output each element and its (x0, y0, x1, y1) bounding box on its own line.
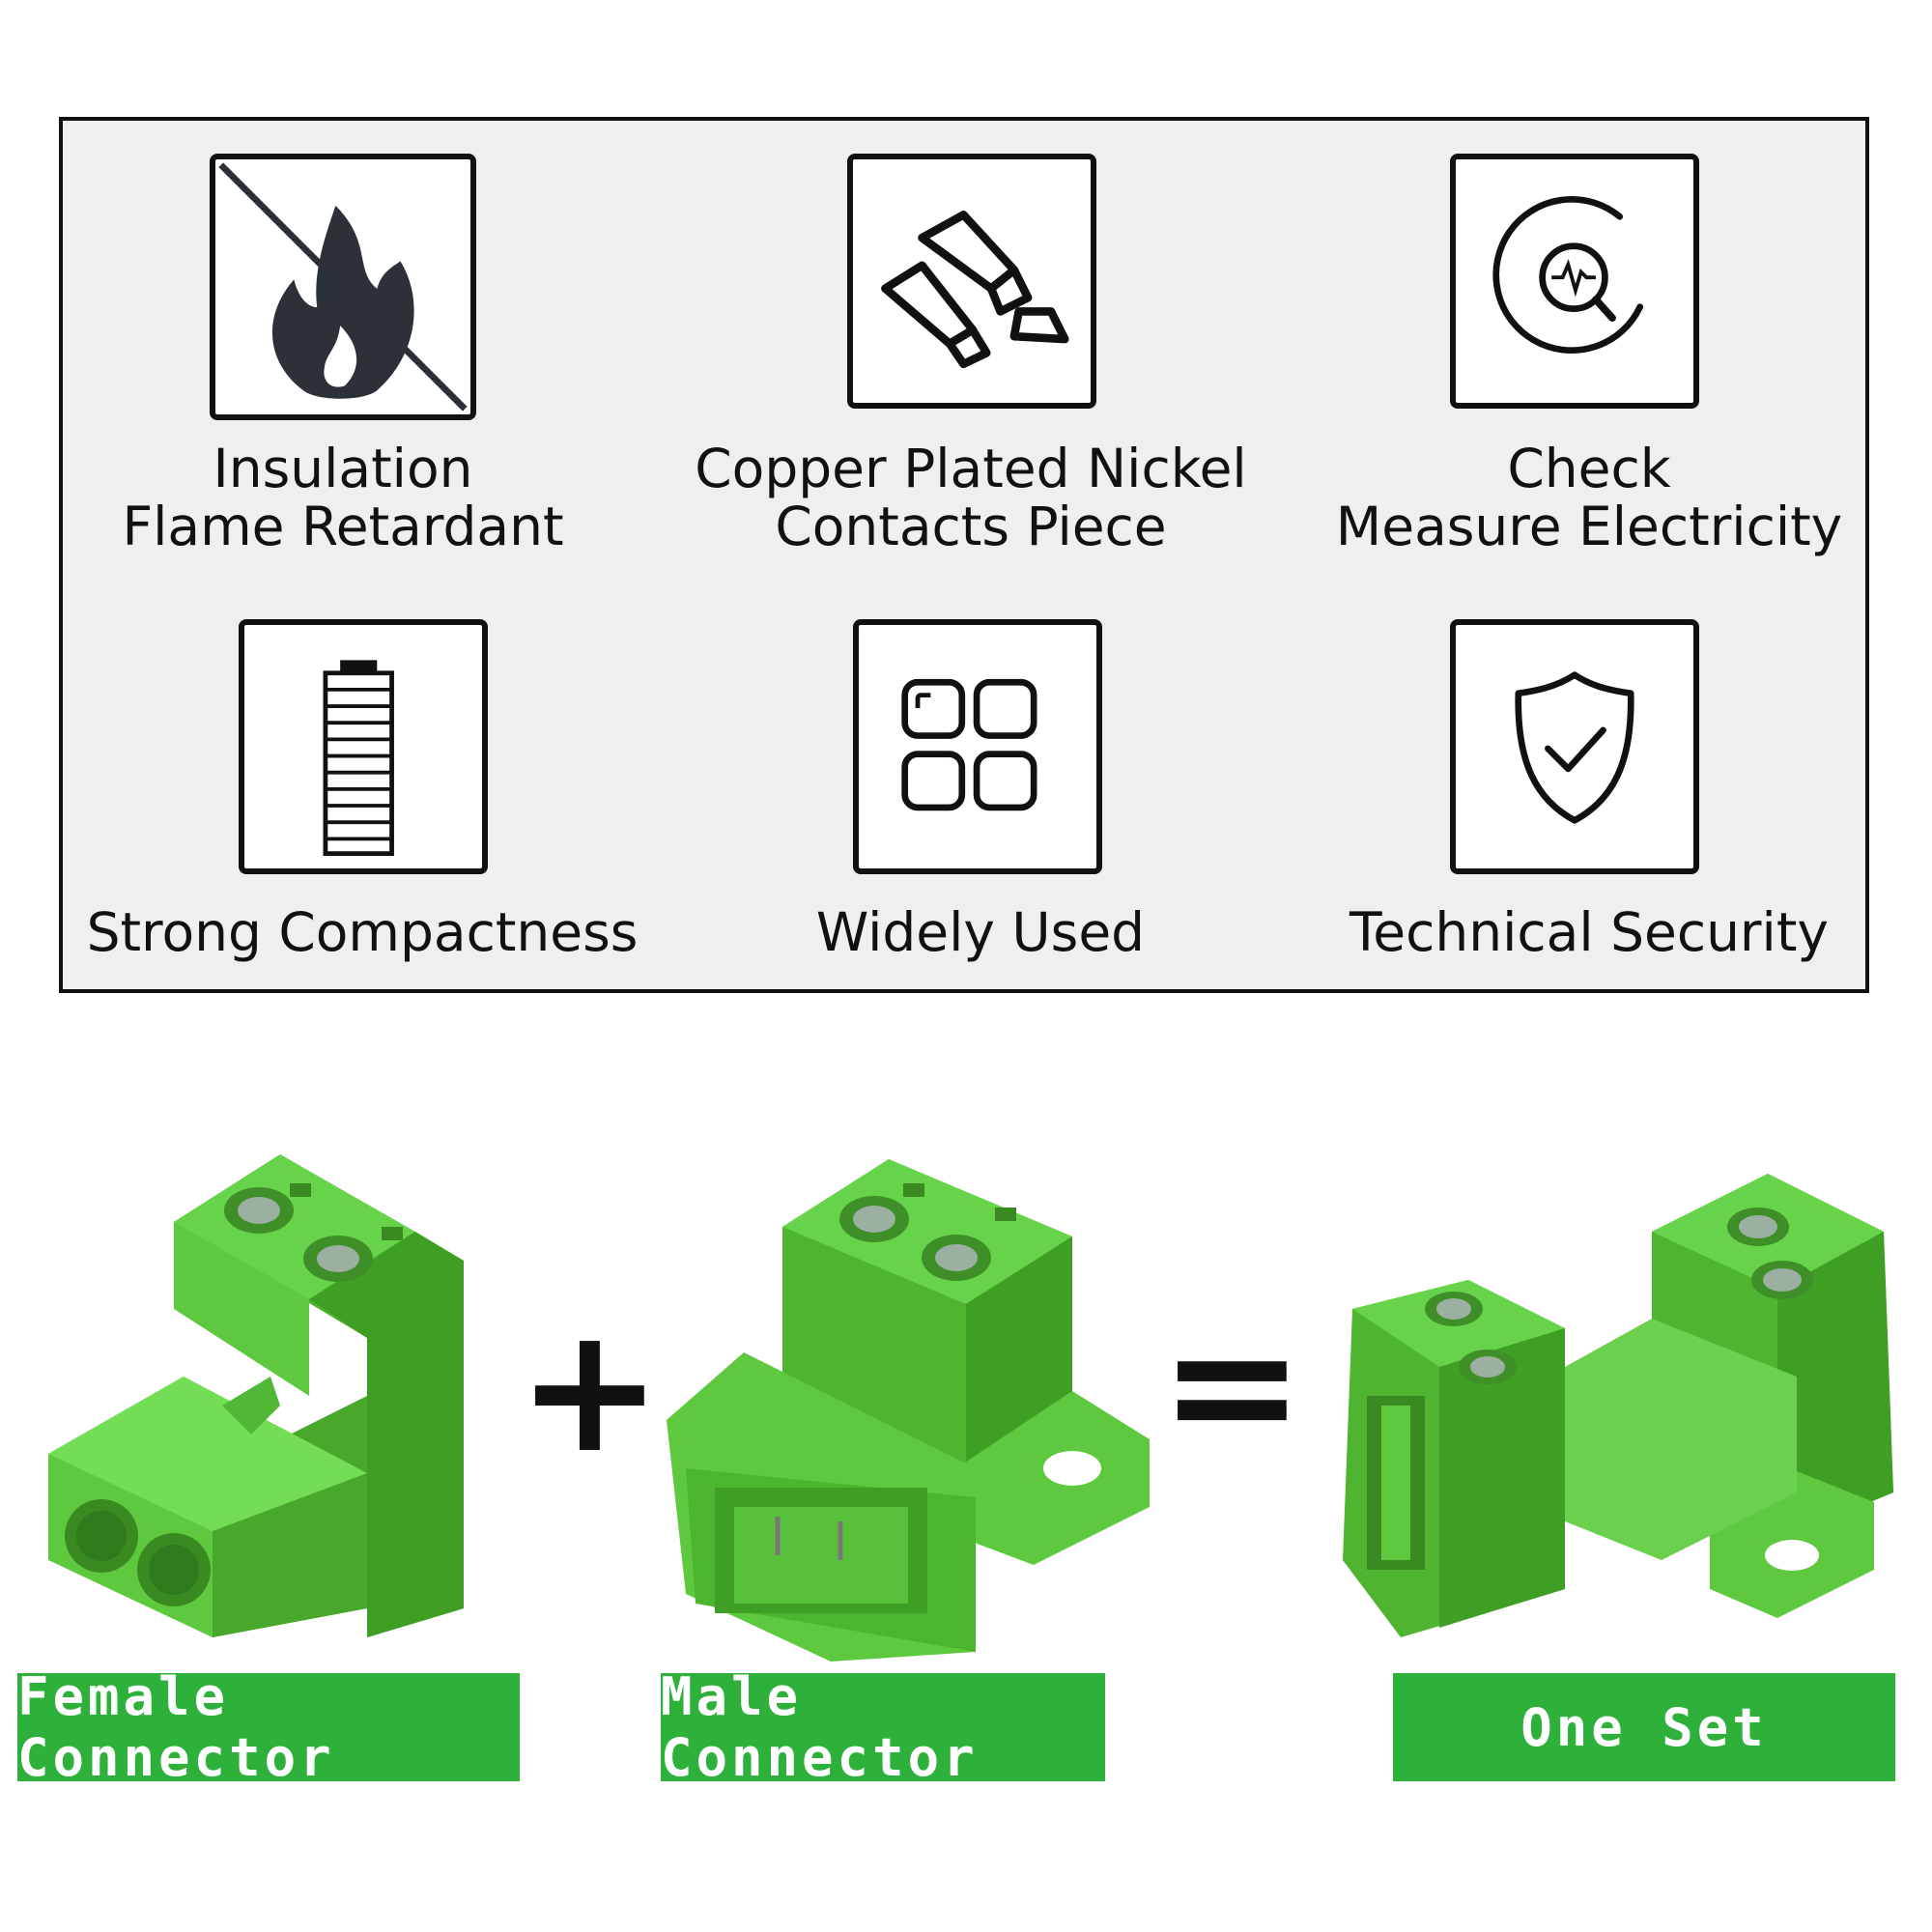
equals-sign: = (1159, 1285, 1305, 1487)
measure-magnifier-icon (1450, 154, 1699, 409)
female-connector-image (48, 1145, 473, 1637)
feature-line: Flame Retardant (122, 496, 564, 557)
plus-sign: + (517, 1290, 663, 1492)
connector-set-image (1343, 1174, 1903, 1637)
copper-bars-icon (847, 154, 1096, 409)
shield-check-icon (1450, 619, 1699, 874)
male-connector-image (667, 1150, 1150, 1662)
female-connector-tag: Female Connector (17, 1666, 520, 1788)
feature-line: Check (1507, 438, 1671, 499)
feature-line: Strong Compactness (86, 901, 639, 963)
feature-line: Technical Security (1350, 901, 1829, 963)
male-connector-tag: Male Connector (661, 1666, 1105, 1788)
features-panel: Insulation Flame Retardant Copper Plated… (59, 117, 1869, 993)
feature-line: Widely Used (815, 901, 1146, 963)
apps-grid-icon (853, 619, 1102, 874)
one-set-tag: One Set (1393, 1673, 1895, 1781)
feature-line: Insulation (213, 438, 473, 499)
feature-line: Contacts Piece (775, 496, 1167, 557)
battery-icon (239, 619, 488, 874)
feature-line: Measure Electricity (1335, 496, 1843, 557)
no-fire-icon (210, 154, 476, 420)
feature-line: Copper Plated Nickel (695, 438, 1247, 499)
